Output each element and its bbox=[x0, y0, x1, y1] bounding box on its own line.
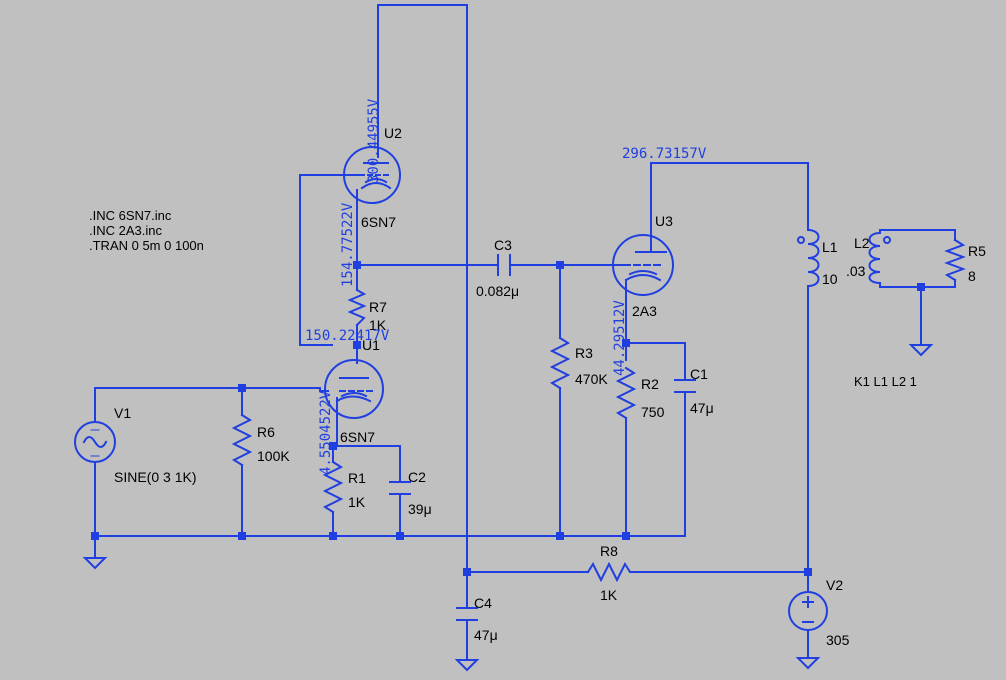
u1-cathode-voltage: 4.5504522V bbox=[318, 390, 334, 475]
wires bbox=[94, 4, 956, 661]
resistor-r3[interactable] bbox=[549, 336, 571, 390]
r8-value-label: 1K bbox=[600, 587, 618, 603]
junction-dots bbox=[91, 261, 925, 576]
tube-u2[interactable] bbox=[343, 146, 401, 204]
source-v2[interactable] bbox=[788, 591, 828, 631]
resistor-r5[interactable] bbox=[944, 238, 966, 282]
r7-ref-label: R7 bbox=[369, 299, 387, 315]
u3-cathode-voltage: 44.29512V bbox=[612, 300, 628, 376]
capacitor-c2[interactable] bbox=[389, 481, 411, 495]
r7-value-label: 1K bbox=[369, 317, 387, 333]
l1-ref-label: L1 bbox=[822, 239, 838, 255]
u1-model-label: 6SN7 bbox=[340, 429, 375, 445]
u3-ref-label: U3 bbox=[655, 213, 673, 229]
ground-symbol bbox=[908, 344, 934, 357]
ground-symbol bbox=[82, 557, 108, 570]
r3-value-label: 470K bbox=[575, 371, 608, 387]
u2-plate-voltage: 300.44955V bbox=[366, 98, 382, 183]
resistor-r6[interactable] bbox=[231, 413, 253, 467]
v1-value-label: SINE(0 3 1K) bbox=[114, 469, 196, 485]
v2-value-label: 305 bbox=[826, 632, 850, 648]
ground-symbol bbox=[795, 657, 821, 670]
inductor-l2[interactable] bbox=[868, 231, 891, 285]
r6-value-label: 100K bbox=[257, 448, 290, 464]
r2-value-label: 750 bbox=[641, 404, 665, 420]
ground-symbol bbox=[454, 659, 480, 672]
v1-ref-label: V1 bbox=[114, 405, 131, 421]
resistor-r2[interactable] bbox=[615, 366, 637, 420]
l2-value-label: .03 bbox=[846, 263, 866, 279]
u2-model-label: 6SN7 bbox=[361, 214, 396, 230]
tube-u1[interactable] bbox=[324, 359, 384, 419]
c2-value-label: 39μ bbox=[408, 501, 432, 517]
resistor-r7[interactable] bbox=[347, 288, 367, 327]
r5-value-label: 8 bbox=[968, 268, 976, 284]
resistor-r8[interactable] bbox=[586, 561, 635, 583]
spice-directive[interactable]: .TRAN 0 5m 0 100n bbox=[89, 238, 204, 253]
capacitor-c1[interactable] bbox=[674, 379, 696, 393]
u3-plate-voltage: 296.73157V bbox=[622, 146, 707, 162]
c4-value-label: 47μ bbox=[474, 627, 498, 643]
r1-ref-label: R1 bbox=[348, 470, 366, 486]
c1-value-label: 47μ bbox=[690, 400, 714, 416]
u1-ref-label: U1 bbox=[362, 337, 380, 353]
capacitor-c3[interactable] bbox=[497, 254, 511, 276]
v2-ref-label: V2 bbox=[826, 577, 843, 593]
u2-cathode-voltage: 154.77522V bbox=[340, 202, 356, 287]
r5-ref-label: R5 bbox=[968, 243, 986, 259]
c3-ref-label: C3 bbox=[494, 237, 512, 253]
spice-directive[interactable]: .INC 6SN7.inc bbox=[89, 208, 172, 223]
c4-ref-label: C4 bbox=[474, 595, 492, 611]
r2-ref-label: R2 bbox=[641, 376, 659, 392]
r1-value-label: 1K bbox=[348, 494, 366, 510]
resistor-r1[interactable] bbox=[322, 460, 344, 514]
source-v1[interactable] bbox=[74, 421, 116, 463]
c3-value-label: 0.082μ bbox=[476, 283, 519, 299]
l1-value-label: 10 bbox=[822, 271, 838, 287]
u3-model-label: 2A3 bbox=[632, 303, 657, 319]
c1-ref-label: C1 bbox=[690, 366, 708, 382]
r3-ref-label: R3 bbox=[575, 345, 593, 361]
inductor-l1[interactable] bbox=[797, 228, 820, 288]
spice-directive[interactable]: .INC 2A3.inc bbox=[89, 223, 162, 238]
u2-ref-label: U2 bbox=[384, 125, 402, 141]
coupling-directive[interactable]: K1 L1 L2 1 bbox=[854, 374, 917, 389]
capacitor-c4[interactable] bbox=[456, 607, 478, 621]
l2-ref-label: L2 bbox=[854, 235, 870, 251]
tube-u3[interactable] bbox=[612, 224, 674, 306]
r6-ref-label: R6 bbox=[257, 424, 275, 440]
c2-ref-label: C2 bbox=[408, 469, 426, 485]
r8-ref-label: R8 bbox=[600, 543, 618, 559]
u1-plate-voltage: 150.22417V bbox=[305, 328, 390, 344]
